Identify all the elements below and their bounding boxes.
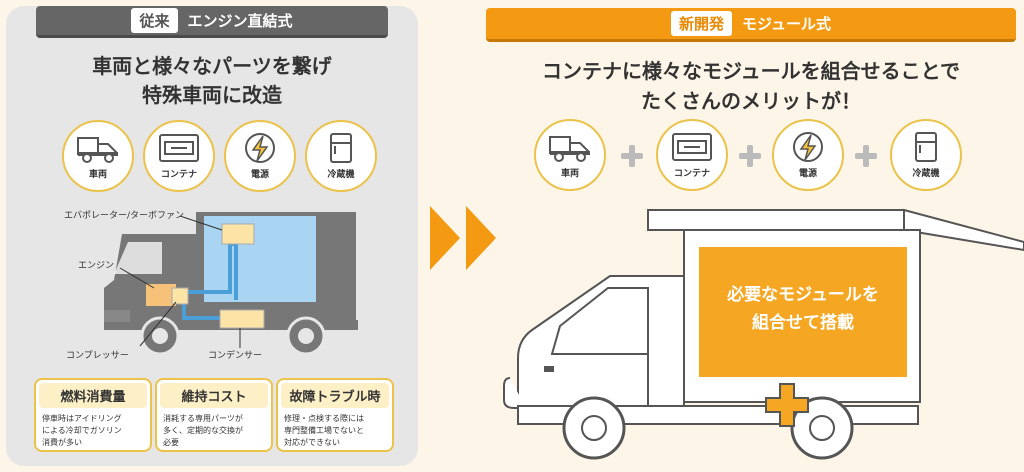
modular-tab-text: モジュール式 <box>742 15 831 33</box>
engine-label: エンジン <box>78 261 115 271</box>
maintenance-cost-title: 維持コスト <box>160 383 268 408</box>
breakdown-text: 修理・点検する際には 専門整備工場でないと 対応ができない <box>278 411 392 451</box>
modular-header-tab: 新開発 モジュール式 <box>486 8 1016 42</box>
left-power-item: 電源 <box>224 120 296 192</box>
modular-title-line1: コンテナに様々なモジュールを組合せることで <box>542 59 960 83</box>
engine-direct-truck-diagram <box>104 212 358 356</box>
right-fridge-label: 冷蔵機 <box>912 169 940 179</box>
module-text-line2: 組合せて搭載 <box>752 313 854 333</box>
plus-icon <box>739 145 761 167</box>
maintenance-cost-line3: 必要 <box>163 438 179 447</box>
right-container-item: コンテナ <box>656 119 728 191</box>
right-power-item: 電源 <box>772 119 844 191</box>
fuel-consumption-box: 燃料消費量 停車時はアイドリング による冷却でガソリン 消費が多い <box>34 378 152 452</box>
left-fridge-label: 冷蔵機 <box>327 170 355 180</box>
fuel-consumption-line2: による冷却でガソリン <box>42 426 122 435</box>
conventional-title: 車両と様々なパーツを繋げ 特殊車両に改造 <box>6 52 418 110</box>
fuel-consumption-text: 停車時はアイドリング による冷却でガソリン 消費が多い <box>36 411 150 451</box>
plus-icon <box>621 145 643 167</box>
right-container-label: コンテナ <box>673 169 710 179</box>
power-icon <box>793 132 823 162</box>
power-icon <box>245 133 275 163</box>
modular-title-line2: たくさんのメリットが！ <box>641 89 861 113</box>
maintenance-cost-line1: 消耗する専用パーツが <box>163 414 243 423</box>
double-chevron-arrow-icon <box>430 206 496 270</box>
conventional-tag: 従来 <box>131 8 178 33</box>
left-vehicle-label: 車両 <box>88 170 107 180</box>
fuel-consumption-title: 燃料消費量 <box>39 383 147 408</box>
plus-icon <box>855 145 877 167</box>
container-icon <box>672 133 712 161</box>
fridge-icon <box>915 132 937 162</box>
conventional-header-tab: 従来 エンジン直結式 <box>36 6 388 38</box>
conventional-title-line2: 特殊車両に改造 <box>142 83 282 107</box>
maintenance-cost-line2: 多く、定期的な交換が <box>163 426 243 435</box>
conventional-tab-text: エンジン直結式 <box>187 12 293 30</box>
modular-tag: 新開発 <box>671 11 733 36</box>
module-plus-icon <box>765 383 809 427</box>
right-power-label: 電源 <box>798 169 817 179</box>
right-vehicle-item: 車両 <box>534 119 606 191</box>
left-vehicle-item: 車両 <box>62 120 134 192</box>
conventional-title-line1: 車両と様々なパーツを繋げ <box>92 54 332 78</box>
container-icon <box>159 134 199 162</box>
breakdown-title: 故障トラブル時 <box>281 383 389 408</box>
fuel-consumption-line3: 消費が多い <box>42 438 82 447</box>
right-fridge-item: 冷蔵機 <box>890 119 962 191</box>
condenser-label: コンデンサー <box>208 351 263 361</box>
right-vehicle-label: 車両 <box>560 169 579 179</box>
module-text-line1: 必要なモジュールを <box>727 285 879 305</box>
evaporator-label: エバポレーター/ターボファン <box>64 211 185 221</box>
maintenance-cost-text: 消耗する専用パーツが 多く、定期的な交換が 必要 <box>157 411 271 451</box>
left-power-label: 電源 <box>250 170 269 180</box>
fuel-consumption-line1: 停車時はアイドリング <box>42 414 122 423</box>
breakdown-line1: 修理・点検する際には <box>284 414 364 423</box>
modular-title: コンテナに様々なモジュールを組合せることで たくさんのメリットが！ <box>486 56 1016 116</box>
compressor-label: コンプレッサー <box>66 351 129 361</box>
module-highlight-box: 必要なモジュールを 組合せて搭載 <box>696 244 910 380</box>
truck-icon <box>77 137 118 163</box>
truck-icon <box>549 136 590 162</box>
fridge-icon <box>330 133 352 163</box>
left-fridge-item: 冷蔵機 <box>305 120 377 192</box>
breakdown-box: 故障トラブル時 修理・点検する際には 専門整備工場でないと 対応ができない <box>276 378 394 452</box>
left-container-item: コンテナ <box>143 120 215 192</box>
breakdown-line2: 専門整備工場でないと <box>284 426 364 435</box>
left-container-label: コンテナ <box>160 170 197 180</box>
maintenance-cost-box: 維持コスト 消耗する専用パーツが 多く、定期的な交換が 必要 <box>155 378 273 452</box>
breakdown-line3: 対応ができない <box>284 438 340 447</box>
